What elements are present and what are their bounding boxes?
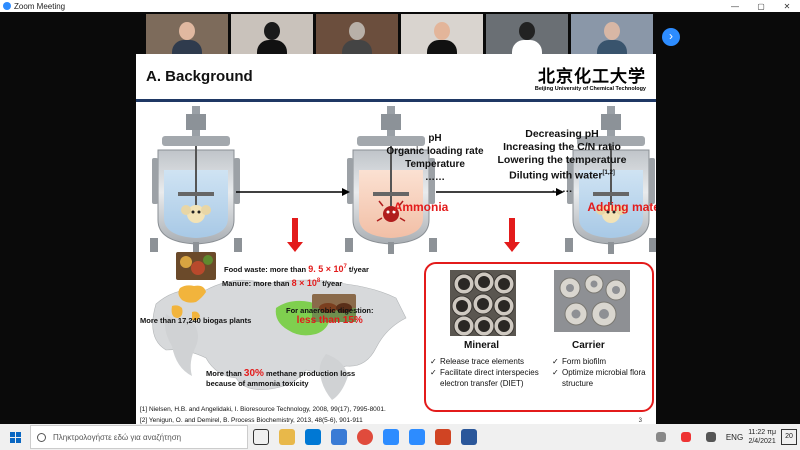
word-icon[interactable]: [461, 429, 477, 445]
food-waste-text: Food waste: more than 9. 5 × 107 t/year: [224, 264, 369, 274]
list-item: Release trace elements: [430, 356, 548, 367]
window-titlebar: Zoom Meeting — ▢ ✕: [0, 0, 800, 12]
carrier-bullets: Form biofilm Optimize microbial flora st…: [552, 356, 652, 389]
university-logo: 北京化工大学: [538, 67, 646, 87]
mineral-title: Mineral: [464, 340, 500, 351]
taskbar-search[interactable]: Πληκτρολογήστε εδώ για αναζήτηση: [30, 425, 248, 449]
task-view-icon[interactable]: [253, 429, 269, 445]
minimize-button[interactable]: —: [731, 1, 739, 11]
maximize-button[interactable]: ▢: [757, 1, 765, 11]
chrome-icon[interactable]: [357, 429, 373, 445]
powerpoint-icon[interactable]: [435, 429, 451, 445]
edge-icon[interactable]: [305, 429, 321, 445]
zoom-app-icon: [3, 2, 11, 10]
factors-list-2: Decreasing pH Increasing the C/N ratio L…: [497, 128, 627, 195]
manure-text: Manure: more than 8 × 108 t/year: [222, 278, 343, 288]
system-tray: ENG 11:22 πμ 2/4/2021 20: [651, 428, 800, 446]
network-icon[interactable]: [655, 432, 666, 442]
university-name: Beijing University of Chemical Technolog…: [534, 86, 646, 92]
reactor-2: [344, 106, 438, 255]
anaerobic-text: For anaerobic digestion: less than 15%: [286, 306, 374, 326]
notifications-button[interactable]: 20: [781, 429, 797, 445]
taskbar: Πληκτρολογήστε εδώ για αναζήτηση ENG 11:…: [0, 424, 800, 450]
ammonia-label: Ammonia: [393, 200, 449, 214]
factors-list-1: pH Organic loading rate Temperature ……: [386, 133, 484, 183]
start-button[interactable]: [0, 424, 30, 450]
carrier-title: Carrier: [572, 340, 605, 351]
slide-header: A. Background 北京化工大学 Beijing University …: [136, 64, 656, 102]
windows-icon: [9, 431, 21, 443]
process-arrow-1: [236, 188, 350, 196]
zoom-icon[interactable]: [383, 429, 399, 445]
reactor-1: [149, 106, 243, 255]
close-button[interactable]: ✕: [783, 1, 791, 11]
zoom-meeting-icon[interactable]: [409, 429, 425, 445]
adding-materials-label: Adding materials: [587, 200, 656, 214]
language-indicator[interactable]: ENG: [725, 432, 744, 442]
process-arrow-2: [436, 188, 564, 196]
page-number: 3: [638, 418, 642, 424]
search-icon: [37, 432, 46, 442]
list-item: Form biofilm: [552, 356, 652, 367]
shared-slide: A. Background 北京化工大学 Beijing University …: [136, 54, 656, 432]
carrier-photo: [554, 270, 630, 332]
list-item: Facilitate direct interspecies electron …: [430, 367, 548, 389]
world-map: [152, 252, 407, 400]
file-explorer-icon[interactable]: [279, 429, 295, 445]
list-item: Optimize microbial flora structure: [552, 367, 652, 389]
materials-down-arrow: [504, 218, 520, 252]
mail-icon[interactable]: [331, 429, 347, 445]
mineral-bullets: Release trace elements Facilitate direct…: [430, 356, 548, 389]
volume-icon[interactable]: [705, 432, 716, 442]
reactor-diagram: [149, 106, 656, 255]
biogas-plants-text: More than 17,240 biogas plants: [140, 316, 252, 325]
clock[interactable]: 11:22 πμ 2/4/2021: [748, 429, 776, 445]
mineral-photo: [450, 270, 516, 336]
materials-box: Mineral Carrier Release trace elements F…: [424, 262, 654, 412]
next-participants-button[interactable]: ›: [662, 28, 680, 46]
references: [1] Nielsen, H.B. and Angelidaki, I. Bio…: [140, 406, 386, 424]
slide-title: A. Background: [146, 68, 253, 85]
window-title: Zoom Meeting: [14, 1, 66, 11]
ammonia-down-arrow: [287, 218, 303, 252]
reactor-3: [564, 106, 656, 255]
tray-app-icon[interactable]: [680, 432, 691, 442]
methane-loss-text: More than 30% methane production loss be…: [206, 368, 356, 388]
